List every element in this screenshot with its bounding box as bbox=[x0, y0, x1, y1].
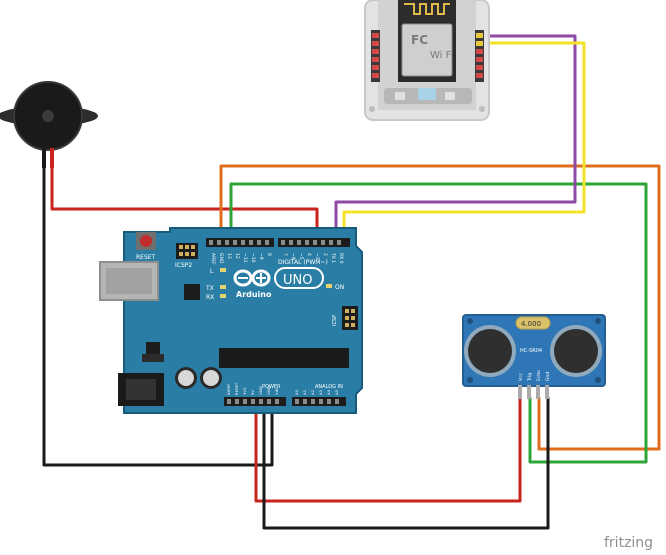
pin-label-gnd-top: GND bbox=[218, 253, 224, 264]
arduino-uno: RESET ICSP2 AREF GND 13 12 ~11 ~1 bbox=[99, 227, 363, 414]
arduino-logo bbox=[233, 267, 324, 289]
analog-label: ANALOG IN bbox=[315, 384, 343, 390]
fritzing-watermark: fritzing bbox=[604, 535, 653, 551]
pin-label-10: ~10 bbox=[250, 253, 256, 263]
pin-label-aref: AREF bbox=[210, 253, 216, 265]
pin-label-3v3: 3V3 bbox=[242, 387, 247, 395]
pin-label-a0: A0 bbox=[294, 389, 299, 395]
wire-gnd-gnd bbox=[262, 396, 550, 530]
digital-label: DIGITAL (PWM~) bbox=[278, 259, 328, 266]
pin-label-8: 8 bbox=[266, 253, 272, 256]
pin-label-6: ~6 bbox=[290, 253, 296, 260]
pin-label-a4: A4 bbox=[326, 389, 331, 395]
pin-label-a3: A3 bbox=[318, 389, 323, 395]
pin-label-reset: RESET bbox=[234, 382, 239, 395]
wire-5v-vcc bbox=[254, 396, 522, 503]
sensor-model-label: HC-SR04 bbox=[520, 348, 542, 354]
led-tx-label: TX bbox=[205, 285, 214, 292]
pin-label-a1: A1 bbox=[302, 389, 307, 395]
sensor-pin-gnd: Gnd bbox=[545, 372, 551, 381]
wifi-chip-label: Wi Fi bbox=[430, 50, 453, 61]
ultrasonic-sensor: 4.000 HC-SR04 Vcc Trig Echo Gnd bbox=[462, 314, 606, 399]
pin-label-4: 4 bbox=[306, 253, 312, 256]
led-rx-label: RX bbox=[206, 294, 214, 301]
wire-purple bbox=[334, 34, 577, 245]
pin-label-5: ~5 bbox=[298, 253, 304, 260]
pin-label-ioref: IOREF bbox=[226, 384, 231, 395]
pin-label-11: ~11 bbox=[242, 253, 248, 263]
pin-label-2: 2 bbox=[322, 253, 328, 256]
wifi-shield-label: FC bbox=[411, 33, 428, 47]
pin-label-9: ~9 bbox=[258, 253, 264, 260]
icsp-label: ICSP bbox=[332, 315, 338, 326]
wifi-module: FC Wi Fi bbox=[364, 0, 490, 121]
pin-label-5v: 5V bbox=[250, 390, 255, 395]
sensor-pin-echo: Echo bbox=[536, 370, 542, 381]
wires bbox=[42, 34, 661, 530]
reset-label: RESET bbox=[136, 254, 156, 261]
sensor-pin-trig: Trig bbox=[527, 373, 533, 382]
pin-label-vin: VIN bbox=[274, 388, 279, 395]
pin-label-tx1: TX 1 bbox=[330, 252, 336, 263]
sensor-crystal-label: 4.000 bbox=[521, 320, 541, 328]
wire-buzzer-positive bbox=[50, 164, 319, 245]
piezo-buzzer bbox=[0, 81, 98, 168]
pin-label-gnd-1: GND bbox=[258, 386, 263, 395]
arduino-brand-label: Arduino bbox=[236, 290, 272, 299]
wire-buzzer-ground bbox=[42, 164, 274, 467]
pin-label-gnd-2: GND bbox=[266, 386, 271, 395]
led-l-label: L bbox=[210, 268, 214, 275]
pin-label-13: 13 bbox=[226, 253, 232, 259]
pin-label-3: ~3 bbox=[314, 253, 320, 260]
wire-yellow bbox=[342, 41, 586, 245]
pin-label-7: 7 bbox=[282, 253, 288, 256]
pin-label-rx0: RX 0 bbox=[338, 253, 344, 264]
power-label: POWER bbox=[262, 384, 281, 390]
wire-orange bbox=[219, 164, 661, 451]
pin-label-12: 12 bbox=[234, 253, 240, 259]
arduino-model-label: UNO bbox=[283, 273, 312, 288]
sensor-pin-vcc: Vcc bbox=[518, 372, 524, 381]
pin-label-a2: A2 bbox=[310, 389, 315, 395]
wire-green bbox=[229, 182, 648, 464]
icsp2-label: ICSP2 bbox=[175, 262, 192, 269]
on-label: ON bbox=[335, 284, 344, 291]
pin-label-a5: A5 bbox=[334, 389, 339, 395]
